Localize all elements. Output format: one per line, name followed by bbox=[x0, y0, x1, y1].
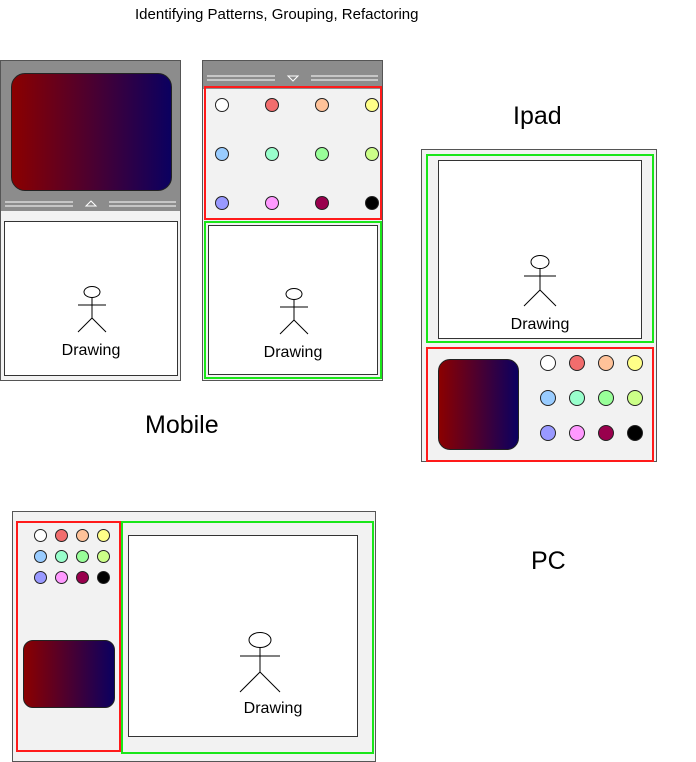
color-swatch bbox=[627, 355, 643, 371]
color-swatch bbox=[365, 98, 379, 112]
color-swatch bbox=[55, 571, 68, 584]
color-swatch bbox=[215, 196, 229, 210]
color-swatch bbox=[569, 425, 585, 441]
color-swatch bbox=[627, 390, 643, 406]
color-swatch bbox=[598, 355, 614, 371]
color-swatch bbox=[265, 98, 279, 112]
mobile-top-bar bbox=[203, 61, 382, 89]
mobile-screen-2: Drawing bbox=[202, 60, 383, 381]
canvas-group-outline: Drawing bbox=[204, 221, 382, 379]
drag-handle-icon bbox=[207, 75, 378, 82]
color-swatch bbox=[55, 550, 68, 563]
color-swatch bbox=[540, 390, 556, 406]
color-swatch bbox=[97, 550, 110, 563]
canvas-group-outline: Drawing bbox=[121, 521, 374, 754]
color-gradient-picker bbox=[23, 640, 115, 708]
palette-group-outline bbox=[204, 86, 382, 220]
color-swatch bbox=[598, 425, 614, 441]
color-swatch bbox=[540, 355, 556, 371]
stick-figure-icon bbox=[279, 288, 309, 335]
tools-group-outline bbox=[16, 521, 121, 752]
mobile-label: Mobile bbox=[145, 411, 219, 439]
drawing-canvas: Drawing bbox=[128, 535, 358, 737]
color-swatch bbox=[265, 147, 279, 161]
tools-group-outline bbox=[426, 347, 654, 462]
color-swatch bbox=[34, 550, 47, 563]
color-swatch bbox=[97, 529, 110, 542]
canvas-group-outline: Drawing bbox=[426, 154, 654, 343]
drawing-label: Drawing bbox=[61, 342, 121, 359]
color-palette bbox=[206, 88, 380, 218]
color-palette bbox=[533, 349, 653, 460]
drag-handle-icon bbox=[5, 200, 176, 207]
mobile-screen-1: Drawing bbox=[0, 60, 181, 381]
color-swatch bbox=[34, 571, 47, 584]
color-swatch bbox=[365, 147, 379, 161]
color-swatch bbox=[315, 196, 329, 210]
drawing-label: Drawing bbox=[243, 700, 303, 717]
color-swatch bbox=[215, 147, 229, 161]
color-swatch bbox=[598, 390, 614, 406]
stick-figure-icon bbox=[239, 632, 281, 693]
color-swatch bbox=[315, 147, 329, 161]
color-swatch bbox=[569, 390, 585, 406]
color-swatch bbox=[540, 425, 556, 441]
color-swatch bbox=[76, 550, 89, 563]
color-swatch bbox=[97, 571, 110, 584]
pc-screen: Drawing bbox=[12, 511, 376, 762]
color-gradient-picker bbox=[438, 359, 519, 450]
color-gradient-picker bbox=[11, 73, 172, 191]
drawing-canvas: Drawing bbox=[438, 160, 642, 339]
color-swatch bbox=[627, 425, 643, 441]
color-swatch bbox=[55, 529, 68, 542]
color-swatch bbox=[76, 529, 89, 542]
pc-label: PC bbox=[531, 547, 566, 575]
color-palette bbox=[18, 523, 119, 603]
ipad-label: Ipad bbox=[513, 102, 562, 130]
drawing-canvas: Drawing bbox=[208, 225, 378, 375]
color-swatch bbox=[215, 98, 229, 112]
stick-figure-icon bbox=[523, 255, 557, 307]
color-swatch bbox=[76, 571, 89, 584]
diagram-title: Identifying Patterns, Grouping, Refactor… bbox=[135, 6, 419, 23]
drawing-label: Drawing bbox=[510, 316, 570, 333]
stick-figure-icon bbox=[77, 286, 107, 333]
color-swatch bbox=[569, 355, 585, 371]
color-swatch bbox=[365, 196, 379, 210]
drawing-label: Drawing bbox=[263, 344, 323, 361]
color-swatch bbox=[265, 196, 279, 210]
ipad-screen: Drawing bbox=[421, 149, 657, 462]
drawing-canvas: Drawing bbox=[4, 221, 178, 376]
color-swatch bbox=[34, 529, 47, 542]
color-swatch bbox=[315, 98, 329, 112]
